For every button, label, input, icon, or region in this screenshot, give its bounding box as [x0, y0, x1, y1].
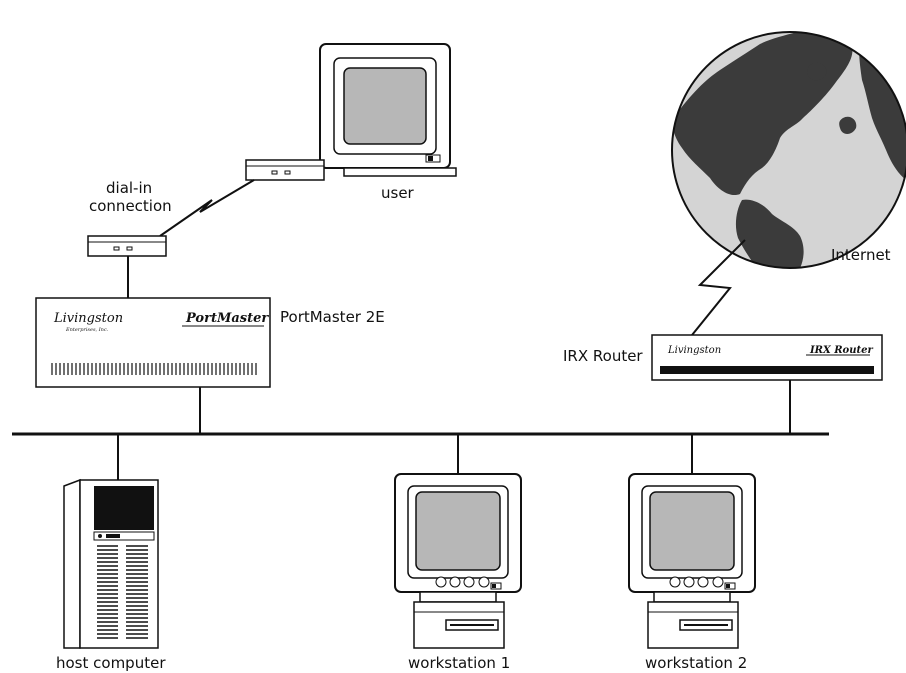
irx-model-text: IRX Router: [809, 345, 873, 356]
irx-router-device: Livingston IRX Router: [651, 334, 883, 381]
workstation-2-label: workstation 2: [645, 654, 748, 672]
portmaster-model-text: PortMaster: [185, 311, 269, 326]
network-drops: [117, 380, 791, 480]
dial-in-label-line2: connection: [89, 197, 172, 215]
host-computer-label: host computer: [56, 654, 166, 672]
portmaster-modem: [87, 235, 167, 257]
portmaster-device: Livingston Enterprises, Inc. PortMaster: [35, 297, 271, 388]
irx-router-label: IRX Router: [563, 347, 643, 365]
workstation-1: [394, 473, 522, 649]
portmaster-brand-sub: Enterprises, Inc.: [65, 327, 109, 333]
dial-in-link: [159, 179, 255, 237]
user-computer: [319, 43, 457, 177]
irx-brand-text: Livingston: [667, 345, 721, 356]
workstation-1-label: workstation 1: [408, 654, 511, 672]
user-label: user: [381, 184, 414, 202]
workstation-2: [628, 473, 756, 649]
host-computer-tower: [63, 478, 159, 649]
portmaster-brand-text: Livingston: [53, 311, 123, 326]
user-modem: [245, 159, 325, 181]
internet-label: Internet: [831, 246, 891, 264]
portmaster-label: PortMaster 2E: [280, 308, 385, 326]
host-vents: [97, 545, 148, 639]
dial-in-label-line1: dial-in: [106, 179, 153, 197]
internet-globe-icon: [671, 31, 906, 269]
internet-link: [687, 239, 746, 341]
portmaster-vents: [51, 363, 257, 375]
